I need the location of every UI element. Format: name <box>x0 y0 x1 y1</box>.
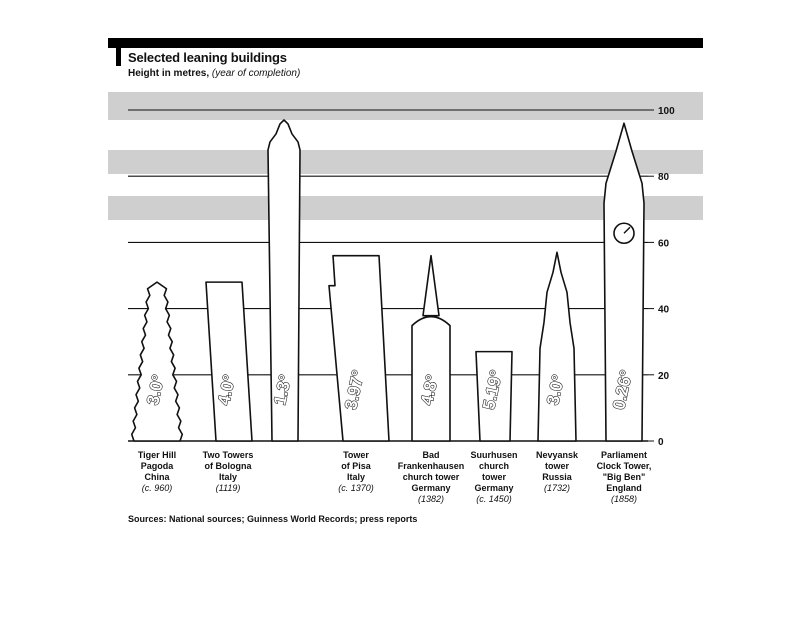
category-label: church <box>479 461 509 471</box>
category-label: China <box>144 472 170 482</box>
category-label: Parliament <box>601 450 647 460</box>
category-label: Clock Tower, <box>597 461 652 471</box>
category-year: (1732) <box>544 483 570 493</box>
building-3: 1.3° <box>267 119 301 442</box>
category-label: Germany <box>474 483 513 493</box>
y-tick-label: 60 <box>658 238 670 249</box>
category-label: of Pisa <box>341 461 372 471</box>
category-label: tower <box>545 461 570 471</box>
category-year: (1382) <box>418 494 444 504</box>
category-label: Tower <box>343 450 369 460</box>
category-year: (c. 960) <box>142 483 173 493</box>
category-label: Russia <box>542 472 573 482</box>
category-label: Suurhusen <box>470 450 517 460</box>
y-tick-label: 0 <box>658 437 664 448</box>
category-label: Germany <box>411 483 450 493</box>
y-tick-label: 100 <box>658 106 675 117</box>
y-tick-label: 40 <box>658 305 670 316</box>
category-label: England <box>606 483 642 493</box>
category-label: Pagoda <box>141 461 175 471</box>
building-shape <box>205 281 253 442</box>
building-shape <box>603 122 645 442</box>
category-year: (c. 1450) <box>476 494 512 504</box>
category-year: (1119) <box>216 483 241 493</box>
building-shape <box>130 281 184 442</box>
category-label: tower <box>482 472 507 482</box>
scan-band-2 <box>108 150 703 174</box>
source-note: Sources: National sources; Guinness Worl… <box>128 514 418 524</box>
building-shape <box>537 251 577 442</box>
top-rule <box>108 38 703 48</box>
y-tick-label: 20 <box>658 371 670 382</box>
clock-hand <box>623 226 631 234</box>
category-label: Frankenhausen <box>398 461 465 471</box>
building-shape <box>475 350 513 442</box>
subtitle-italic: (year of completion) <box>211 68 301 79</box>
chart-title: Selected leaning buildings <box>128 50 287 65</box>
category-label: "Big Ben" <box>603 472 646 482</box>
y-tick-label: 80 <box>658 172 670 183</box>
category-label: Nevyansk <box>536 450 579 460</box>
spire <box>422 254 440 317</box>
scan-band-1 <box>108 92 703 120</box>
chart-subtitle: Height in metres, (year of completion) <box>128 68 300 79</box>
building-shape <box>328 254 390 442</box>
category-label: Bad <box>422 450 439 460</box>
category-year: (c. 1370) <box>338 483 374 493</box>
category-label: of Bologna <box>205 461 253 471</box>
building-shape <box>267 119 301 442</box>
category-label: Tiger Hill <box>138 450 176 460</box>
category-label: church tower <box>403 472 460 482</box>
accent-mark <box>116 38 121 66</box>
category-year: (1858) <box>611 494 637 504</box>
building-shape <box>411 315 451 442</box>
category-label: Italy <box>219 472 237 482</box>
category-label: Two Towers <box>203 450 254 460</box>
category-label: Italy <box>347 472 365 482</box>
subtitle-main: Height in metres, <box>128 68 212 79</box>
